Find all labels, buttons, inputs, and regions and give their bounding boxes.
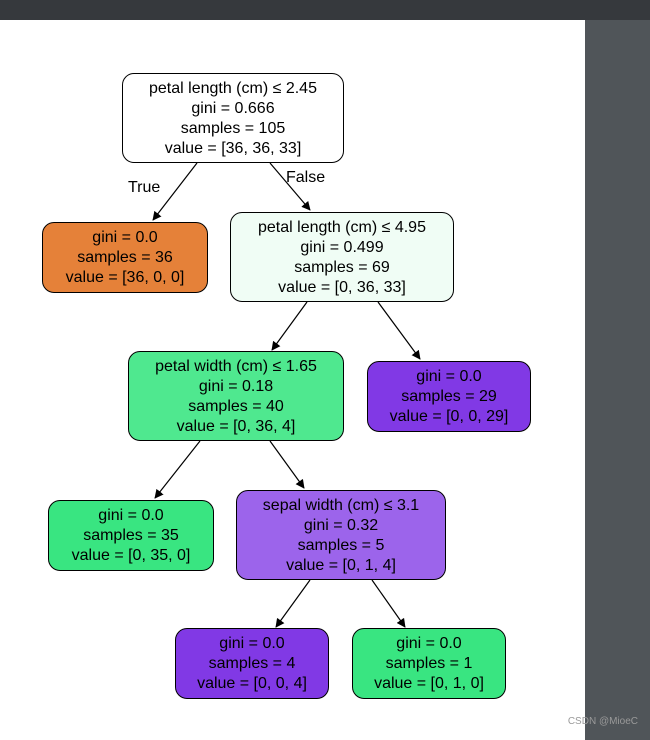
node-samples: samples = 29 bbox=[401, 388, 497, 405]
tree-node-3: petal width (cm) ≤ 1.65 gini = 0.18 samp… bbox=[128, 351, 344, 441]
node-value: value = [36, 36, 33] bbox=[164, 140, 302, 157]
tree-leaf-left: gini = 0.0 samples = 36 value = [36, 0, … bbox=[42, 222, 208, 293]
node-samples: samples = 40 bbox=[188, 398, 284, 415]
node-value: value = [0, 1, 4] bbox=[286, 557, 396, 574]
edge-node-6-to-leaf-8 bbox=[371, 579, 406, 628]
node-value: value = [36, 0, 0] bbox=[65, 269, 185, 286]
node-gini: gini = 0.0 bbox=[98, 507, 164, 524]
node-value: value = [0, 1, 0] bbox=[374, 675, 484, 692]
edge-node-2-to-leaf-4 bbox=[377, 301, 421, 360]
node-samples: samples = 1 bbox=[385, 655, 473, 672]
node-gini: gini = 0.0 bbox=[92, 229, 158, 246]
node-samples: samples = 4 bbox=[208, 655, 296, 672]
tree-leaf-5: gini = 0.0 samples = 35 value = [0, 35, … bbox=[48, 500, 214, 571]
node-condition: petal length (cm) ≤ 2.45 bbox=[149, 80, 317, 97]
node-gini: gini = 0.666 bbox=[191, 100, 275, 117]
edge-root-to-left-leaf bbox=[152, 162, 198, 221]
node-samples: samples = 105 bbox=[180, 120, 286, 137]
node-samples: samples = 35 bbox=[83, 527, 179, 544]
tree-node-6: sepal width (cm) ≤ 3.1 gini = 0.32 sampl… bbox=[236, 490, 446, 580]
edge-node-6-to-leaf-7 bbox=[275, 579, 311, 628]
edge-node-3-to-node-6 bbox=[269, 440, 305, 489]
node-condition: sepal width (cm) ≤ 3.1 bbox=[262, 497, 420, 514]
node-condition: petal width (cm) ≤ 1.65 bbox=[155, 358, 317, 375]
node-gini: gini = 0.18 bbox=[198, 378, 274, 395]
node-value: value = [0, 35, 0] bbox=[71, 547, 191, 564]
node-value: value = [0, 0, 29] bbox=[389, 408, 509, 425]
viewer-top-bar bbox=[0, 0, 650, 20]
tree-node-root: petal length (cm) ≤ 2.45 gini = 0.666 sa… bbox=[122, 73, 344, 163]
edge-label-false: False bbox=[286, 169, 326, 186]
edge-label-true: True bbox=[128, 179, 161, 196]
node-gini: gini = 0.0 bbox=[416, 368, 482, 385]
node-condition: petal length (cm) ≤ 4.95 bbox=[258, 219, 426, 236]
node-samples: samples = 69 bbox=[294, 259, 390, 276]
node-gini: gini = 0.499 bbox=[300, 239, 384, 256]
node-value: value = [0, 36, 4] bbox=[176, 418, 296, 435]
node-samples: samples = 5 bbox=[297, 537, 385, 554]
node-value: value = [0, 36, 33] bbox=[278, 279, 406, 296]
tree-leaf-7: gini = 0.0 samples = 4 value = [0, 0, 4] bbox=[175, 628, 329, 699]
tree-leaf-4: gini = 0.0 samples = 29 value = [0, 0, 2… bbox=[367, 361, 531, 432]
edge-node-2-to-node-3 bbox=[271, 301, 308, 351]
node-gini: gini = 0.32 bbox=[303, 517, 379, 534]
node-samples: samples = 36 bbox=[77, 249, 173, 266]
edge-node-3-to-leaf-5 bbox=[154, 440, 201, 499]
edge-root-to-node-2 bbox=[269, 162, 311, 211]
watermark-text: CSDN @MioeC bbox=[567, 716, 638, 727]
node-gini: gini = 0.0 bbox=[219, 635, 285, 652]
tree-leaf-8: gini = 0.0 samples = 1 value = [0, 1, 0] bbox=[352, 628, 506, 699]
node-gini: gini = 0.0 bbox=[396, 635, 462, 652]
node-value: value = [0, 0, 4] bbox=[197, 675, 307, 692]
viewer-side-panel bbox=[585, 20, 650, 740]
tree-node-2: petal length (cm) ≤ 4.95 gini = 0.499 sa… bbox=[230, 212, 454, 302]
